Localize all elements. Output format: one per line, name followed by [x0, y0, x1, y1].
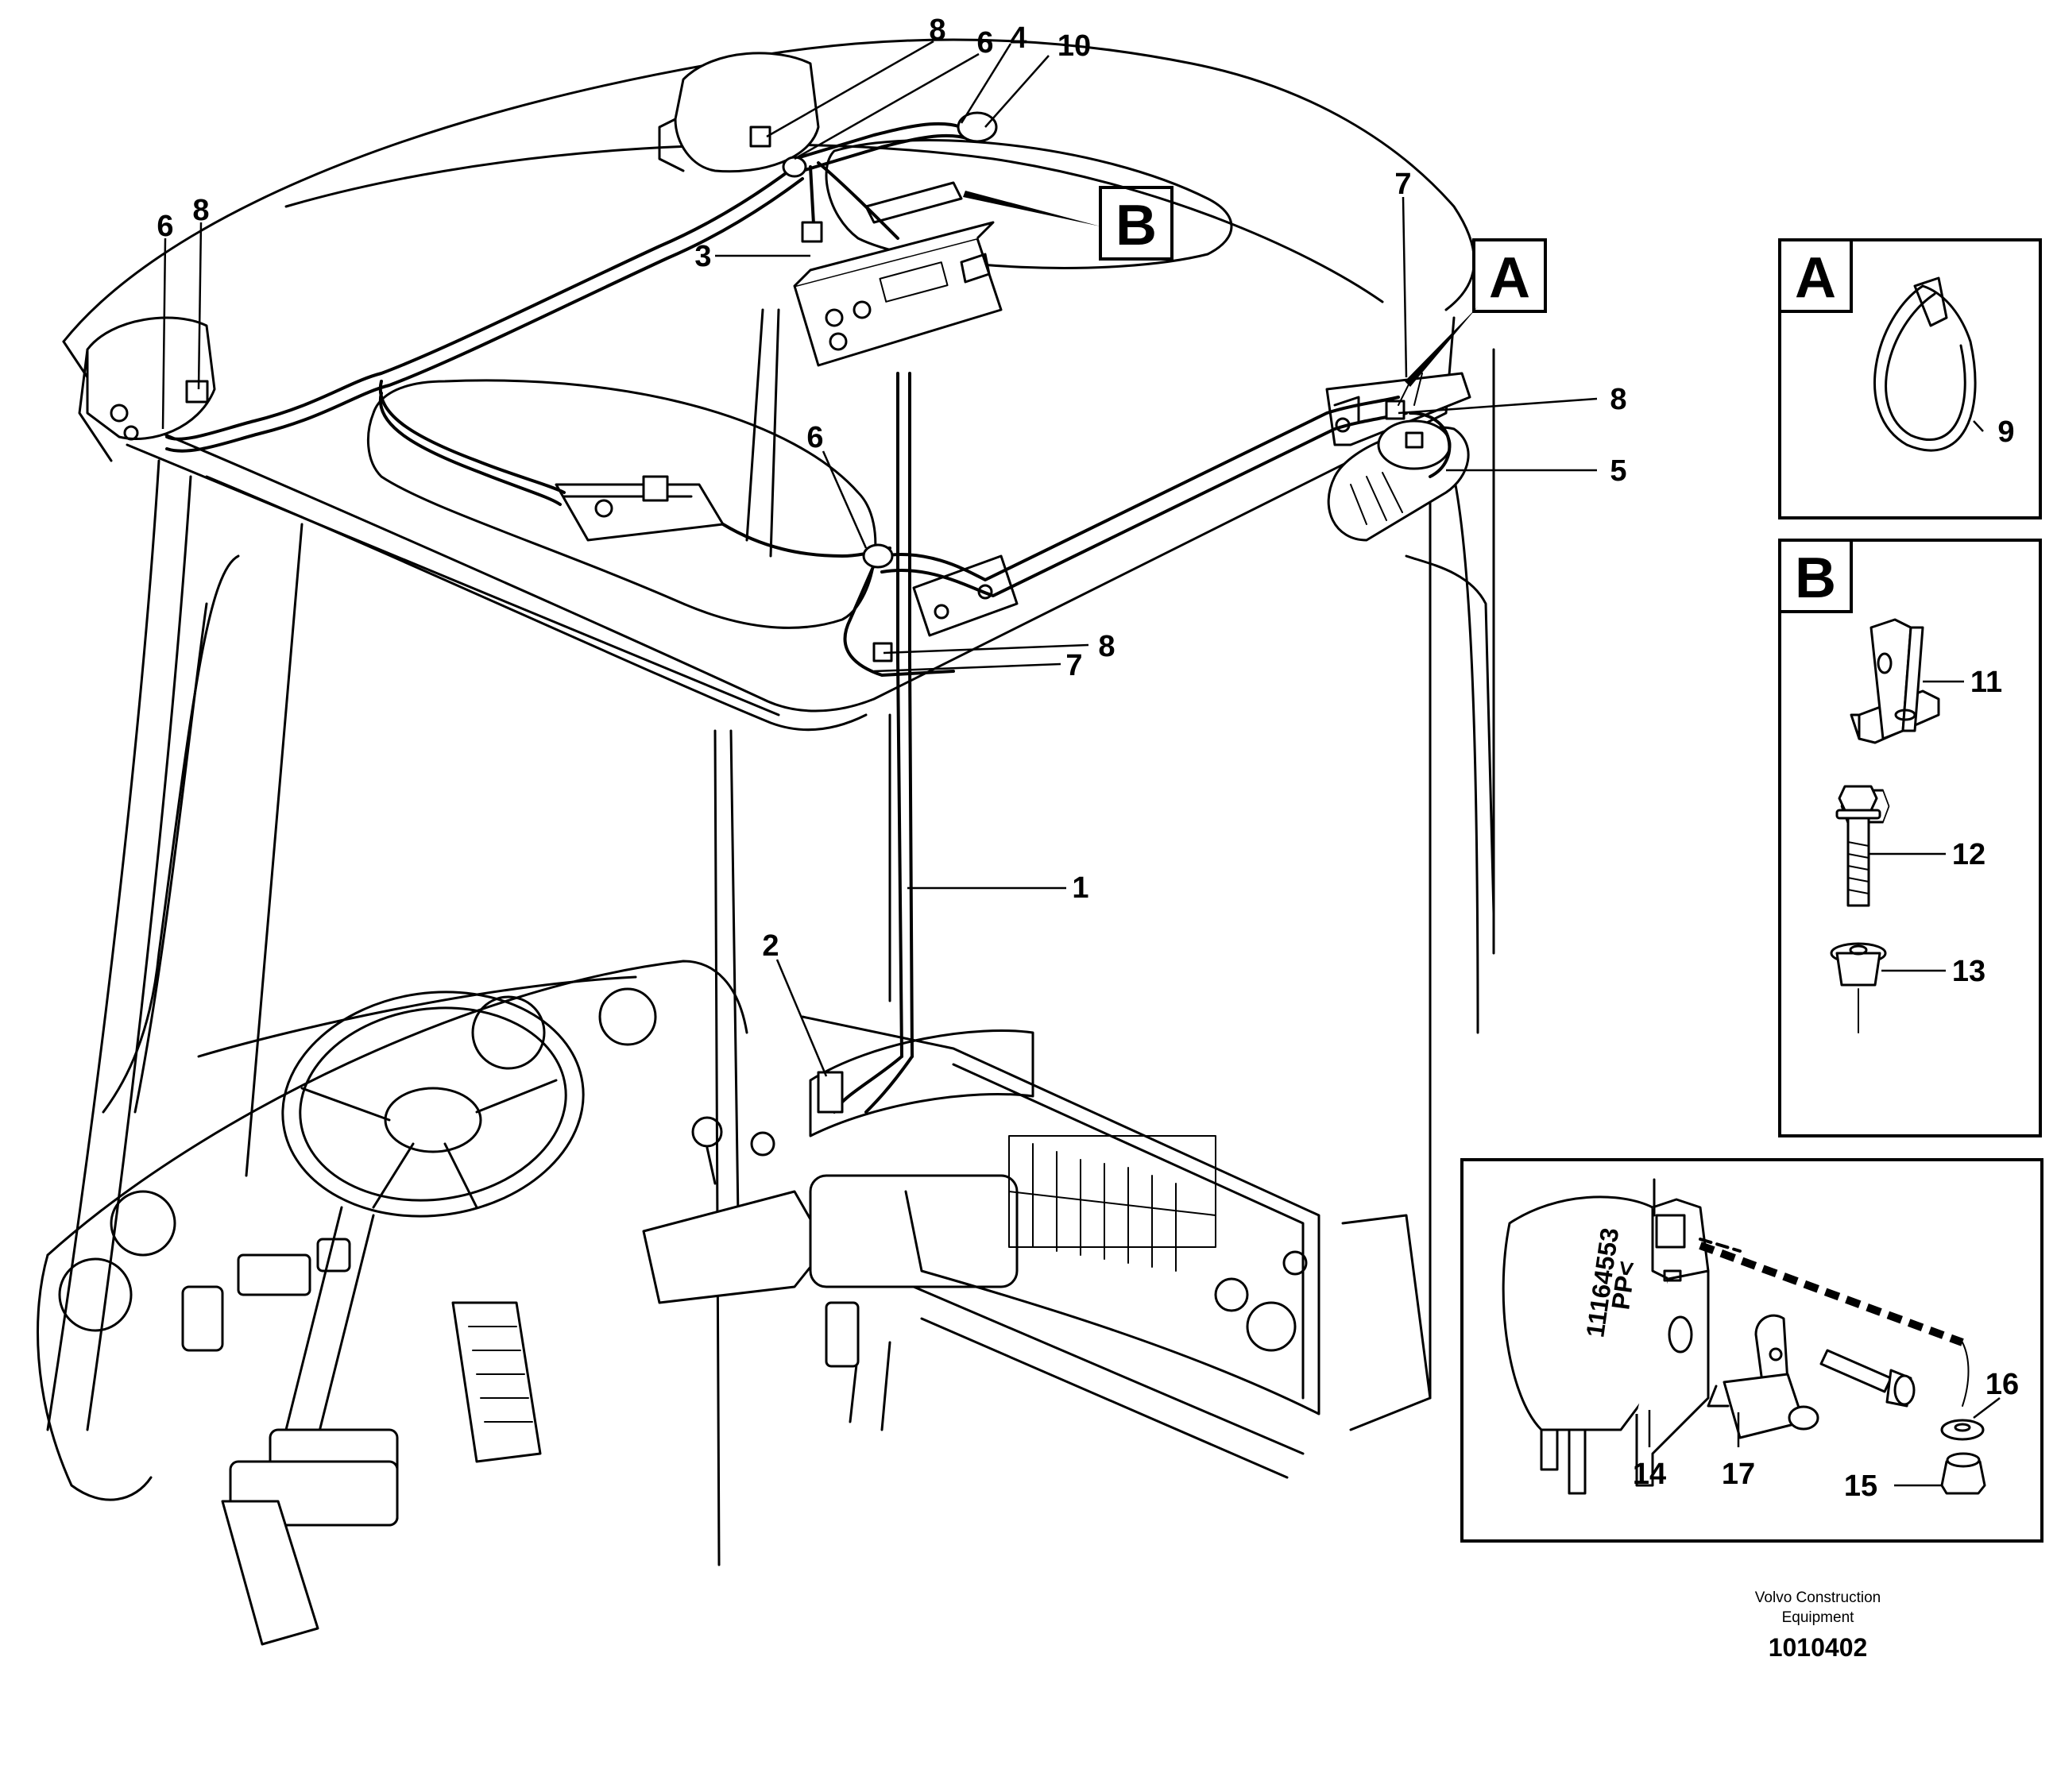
- callout-8-right: 8: [1610, 383, 1626, 416]
- callout-7-mid: 7: [1065, 649, 1082, 682]
- callout-8-left: 8: [192, 194, 209, 227]
- detail-panel-b: B: [1778, 539, 2042, 1137]
- radio-unit: [793, 181, 1003, 367]
- credit-line-1: Volvo Construction: [1755, 1589, 1881, 1606]
- detail-marker-a: A: [1405, 238, 1547, 387]
- switch-panel: [801, 1015, 1432, 1479]
- detail-panel-a-letter: A: [1795, 246, 1836, 310]
- callout-8-mid: 8: [1098, 630, 1115, 663]
- callout-10: 10: [1057, 29, 1091, 63]
- callout-2: 2: [762, 929, 779, 963]
- cap-nut: [1940, 1452, 1986, 1495]
- callout-6-left: 6: [157, 210, 173, 243]
- roof-components: [78, 52, 1471, 637]
- detail-panel-lower: 11164553 PP<: [1460, 1158, 2043, 1543]
- capacitor: [1327, 419, 1470, 542]
- work-light-left: [78, 316, 216, 462]
- callout-11: 11: [1970, 666, 2002, 699]
- detail-panel-b-letter: B: [1795, 546, 1836, 610]
- detail-panel-a: A: [1778, 238, 2042, 519]
- callout-13: 13: [1952, 955, 1985, 988]
- pedals: [221, 1301, 542, 1646]
- credit-block: Volvo Construction Equipment 1010402: [1755, 1589, 1881, 1662]
- credit-line-2: Equipment: [1782, 1609, 1855, 1626]
- callout-16: 16: [1985, 1368, 2019, 1401]
- wiring-harness: [165, 111, 1452, 1114]
- washer-small: [1940, 1419, 1985, 1441]
- cable-tie: [1873, 276, 1977, 452]
- angle-bracket: [1850, 618, 1940, 744]
- centre-bracket-plate: [912, 554, 1019, 637]
- console: [642, 1029, 1034, 1431]
- bracket-part-code-suffix: PP<: [1606, 1259, 1641, 1311]
- callout-6-mid: 6: [806, 421, 823, 454]
- callout-labels: 8 6 4 10 6 8 3 7 8 5 6 8 7 1 2 9 11 12 1…: [157, 14, 2019, 1503]
- switch-box: [555, 475, 725, 542]
- limit-switch: [1707, 1373, 1819, 1439]
- callout-15: 15: [1844, 1470, 1877, 1503]
- mounting-plate: 11164553 PP<: [1502, 1178, 1710, 1495]
- steering-wheel: [229, 991, 585, 1527]
- callout-4: 4: [1010, 21, 1027, 55]
- callout-3: 3: [694, 240, 711, 273]
- callout-12: 12: [1952, 838, 1985, 871]
- dashboard: [37, 960, 1432, 1646]
- flange-nut: [1830, 942, 1887, 1033]
- callout-5: 5: [1610, 454, 1626, 488]
- callout-1: 1: [1072, 871, 1088, 905]
- cab-frame: [46, 38, 1495, 1566]
- detail-marker-a-letter: A: [1489, 246, 1530, 310]
- work-light-top: [658, 52, 820, 173]
- hex-bolt-small: [1819, 1349, 1916, 1408]
- detail-marker-b: B: [963, 186, 1173, 261]
- leader-lines: [161, 40, 2001, 1487]
- callout-14: 14: [1633, 1458, 1666, 1491]
- callout-7-right: 7: [1394, 168, 1411, 201]
- detail-marker-b-letter: B: [1115, 194, 1157, 257]
- figure-number: 1010402: [1769, 1633, 1868, 1662]
- callout-9: 9: [1997, 415, 2014, 449]
- callout-6-top: 6: [976, 26, 993, 60]
- flange-bolt: [1835, 785, 1890, 907]
- callout-17: 17: [1722, 1458, 1755, 1491]
- callout-8-top: 8: [929, 14, 945, 47]
